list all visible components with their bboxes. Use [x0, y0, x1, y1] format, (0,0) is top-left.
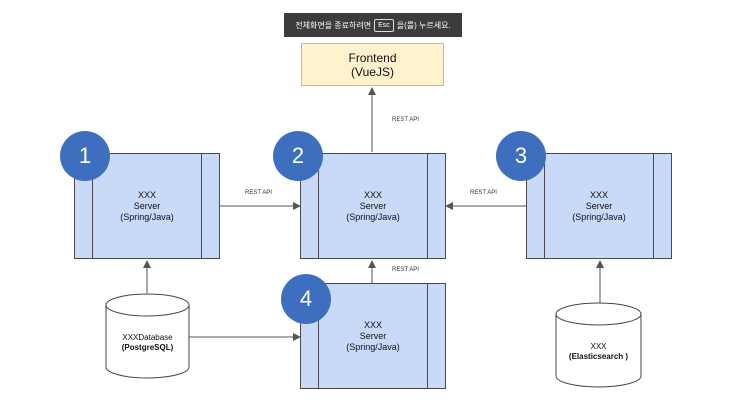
- server-4-tech: (Spring/Java): [346, 341, 400, 352]
- postgresql-label: XXXDatabase (PostgreSQL): [106, 333, 189, 353]
- fullscreen-exit-toast: 전체화면을 종료하려면 Esc 을(를) 누르세요.: [284, 13, 462, 37]
- elasticsearch-label: XXX (Elasticsearch ): [556, 342, 641, 362]
- elasticsearch-database-cylinder: [555, 302, 642, 388]
- edge-label-server3-server2: REST API: [470, 190, 497, 196]
- postgresql-name: XXXDatabase: [122, 333, 173, 342]
- server-4-right-bar: [427, 284, 445, 388]
- postgresql-database-cylinder: [105, 293, 190, 379]
- badge-2: 2: [273, 131, 323, 181]
- server-1-type: Server: [133, 200, 161, 211]
- edge-label-server1-server2: REST API: [245, 190, 272, 196]
- frontend-box: Frontend (VueJS): [301, 43, 444, 86]
- badge-1: 1: [60, 131, 110, 181]
- server-1-tech: (Spring/Java): [120, 211, 174, 222]
- esc-key-badge: Esc: [374, 18, 394, 32]
- server-1-right-bar: [201, 154, 219, 258]
- server-3-box: XXX Server (Spring/Java): [526, 153, 672, 259]
- toast-text-after: 을(를) 누르세요.: [396, 20, 451, 30]
- server-3-tech: (Spring/Java): [572, 211, 626, 222]
- badge-3: 3: [496, 131, 546, 181]
- server-1-name: XXX: [137, 189, 156, 200]
- frontend-subtitle: (VueJS): [351, 64, 394, 79]
- server-2-tech: (Spring/Java): [346, 211, 400, 222]
- elasticsearch-engine: (Elasticsearch ): [568, 352, 629, 361]
- badge-4: 4: [281, 274, 331, 324]
- elasticsearch-name: XXX: [590, 342, 607, 351]
- server-1-box: XXX Server (Spring/Java): [74, 153, 220, 259]
- toast-text-before: 전체화면을 종료하려면: [295, 20, 372, 30]
- edge-label-server4-server2: REST API: [392, 267, 419, 273]
- server-3-type: Server: [585, 200, 613, 211]
- server-4-type: Server: [359, 330, 387, 341]
- server-3-name: XXX: [589, 189, 608, 200]
- server-2-type: Server: [359, 200, 387, 211]
- server-2-box: XXX Server (Spring/Java): [300, 153, 446, 259]
- server-3-right-bar: [653, 154, 671, 258]
- server-3-left-bar: [527, 154, 545, 258]
- postgresql-engine: (PostgreSQL): [121, 343, 174, 352]
- server-2-name: XXX: [363, 189, 382, 200]
- server-2-right-bar: [427, 154, 445, 258]
- server-4-name: XXX: [363, 319, 382, 330]
- server-2-left-bar: [301, 154, 319, 258]
- server-1-left-bar: [75, 154, 93, 258]
- frontend-title: Frontend: [348, 50, 397, 65]
- server-4-left-bar: [301, 284, 319, 388]
- edge-label-server2-frontend: REST API: [392, 117, 419, 123]
